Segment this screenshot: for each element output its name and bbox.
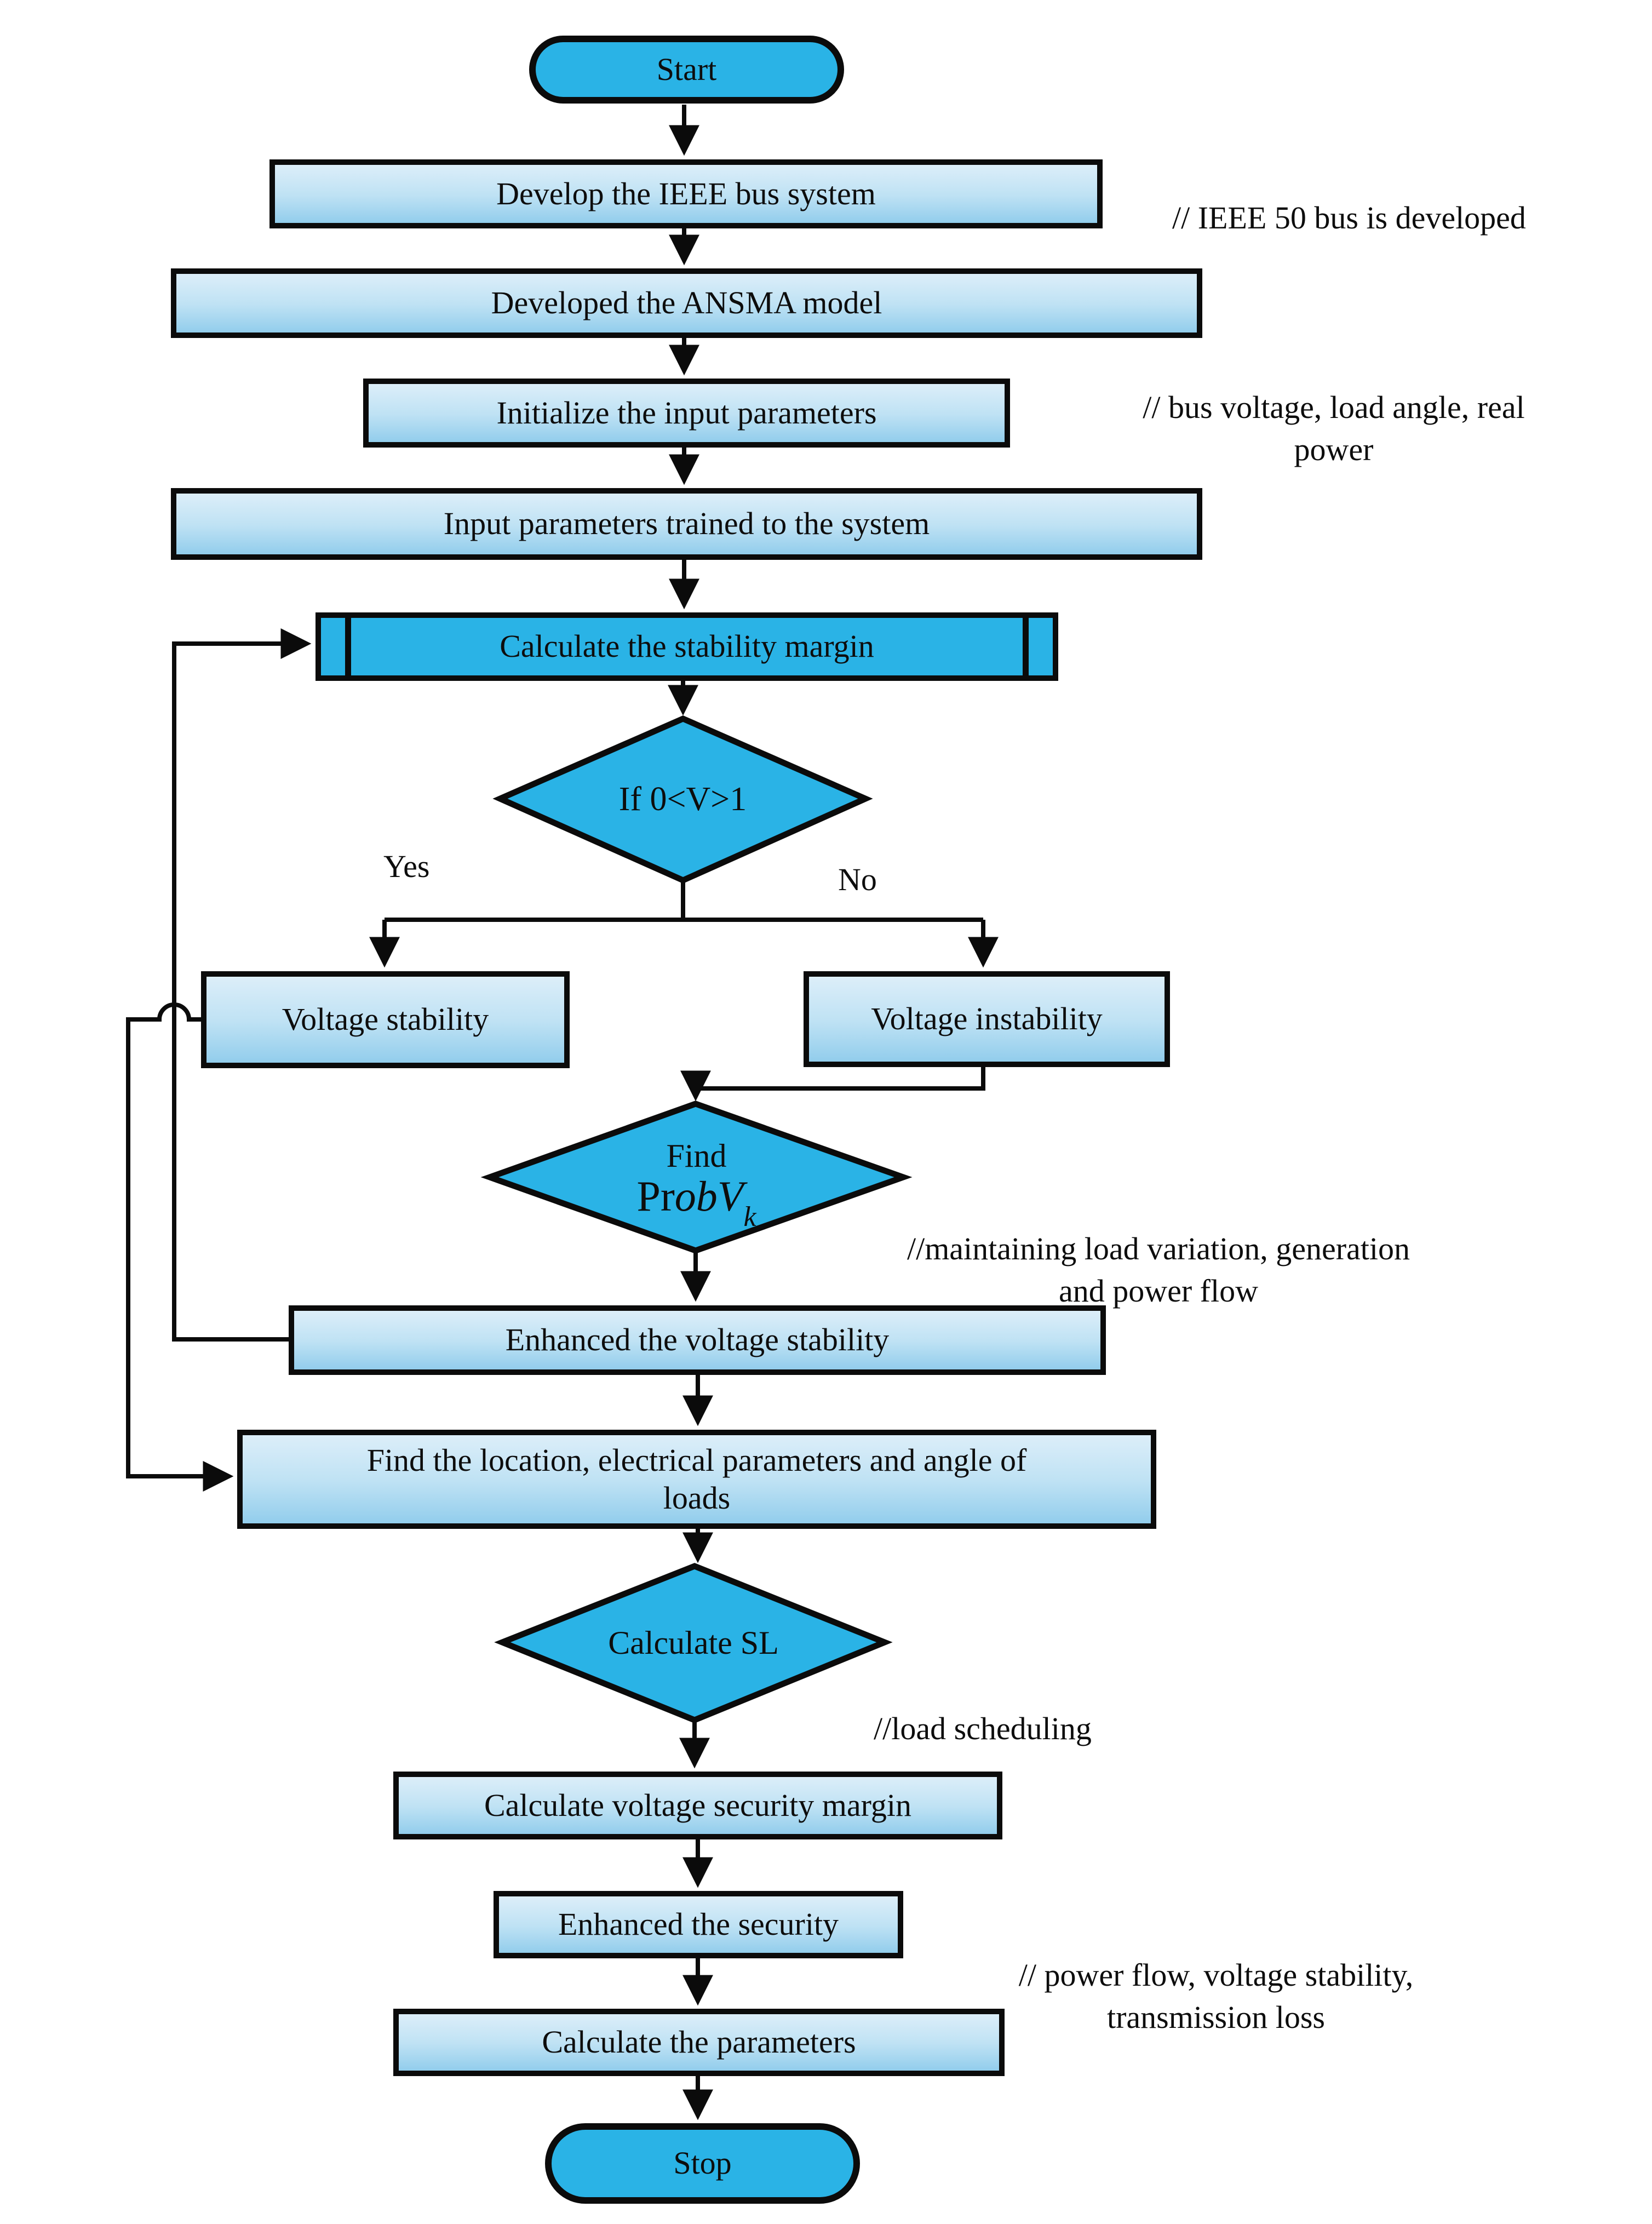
start-label: Start	[656, 51, 717, 87]
process-calc-params-label: Calculate the parameters	[542, 2024, 856, 2060]
start-node: Start	[529, 36, 844, 104]
annotation-maintaining: //maintaining load variation, generation…	[822, 1228, 1495, 1312]
process-calc-vsm-label: Calculate voltage security margin	[484, 1787, 912, 1823]
process-find-location-line1: Find the location, electrical parameters…	[366, 1442, 1027, 1478]
decision-diamond-voltage	[492, 715, 873, 884]
annotation-ieee-bus: // IEEE 50 bus is developed	[1172, 200, 1526, 236]
probv-prefix: Pr	[636, 1172, 675, 1220]
decision-probv-line1: Find	[666, 1137, 727, 1174]
predefined-calc-margin-label: Calculate the stability margin	[500, 628, 874, 664]
edge-instability-findprob	[680, 1067, 985, 1102]
process-calc-vsm: Calculate voltage security margin	[393, 1772, 1002, 1839]
decision-diamond-calcsl	[494, 1563, 893, 1723]
process-ansma-label: Developed the ANSMA model	[491, 285, 882, 321]
process-enhanced-vs: Enhanced the voltage stability	[289, 1305, 1106, 1375]
predefined-bar-left	[345, 618, 351, 675]
process-find-location: Find the location, electrical parameters…	[237, 1430, 1156, 1529]
predefined-calc-margin: Calculate the stability margin	[316, 612, 1058, 681]
process-train-params-label: Input parameters trained to the system	[443, 506, 930, 542]
predefined-bar-right	[1023, 618, 1029, 675]
annotation-power-flow: // power flow, voltage stability, transm…	[948, 1954, 1484, 2038]
process-voltage-instability: Voltage instability	[804, 971, 1170, 1067]
process-develop-bus: Develop the IEEE bus system	[269, 159, 1103, 228]
process-develop-bus-label: Develop the IEEE bus system	[496, 175, 876, 211]
probv-var: V	[717, 1172, 744, 1220]
process-calc-params: Calculate the parameters	[393, 2009, 1005, 2076]
decision-voltage-text: If 0<V>1	[618, 781, 747, 818]
process-voltage-instability-label: Voltage instability	[871, 1001, 1103, 1037]
probv-sub: k	[743, 1201, 756, 1233]
stop-label: Stop	[673, 2145, 732, 2181]
process-voltage-stability: Voltage stability	[201, 971, 570, 1068]
process-train-params: Input parameters trained to the system	[171, 488, 1202, 560]
process-init-params: Initialize the input parameters	[363, 379, 1010, 448]
annotation-power-flow-line1: // power flow, voltage stability,	[1018, 1957, 1414, 1993]
edge-voltstab-findlocation	[126, 1002, 234, 1492]
process-ansma: Developed the ANSMA model	[171, 268, 1202, 338]
decision-probv-formula: ProbVk	[636, 1172, 756, 1231]
decision-diamond-probv	[480, 1100, 913, 1254]
edge-label-yes: Yes	[383, 849, 430, 884]
edge-decision-split	[385, 880, 983, 922]
stop-node: Stop	[545, 2123, 860, 2204]
process-enhanced-security-label: Enhanced the security	[558, 1906, 839, 1942]
decision-probv-text: Find ProbVk	[490, 1109, 903, 1245]
annotation-maintaining-line1: //maintaining load variation, generation	[907, 1231, 1410, 1266]
process-init-params-label: Initialize the input parameters	[496, 394, 877, 431]
annotation-bus-voltage-line1: // bus voltage, load angle, real	[1143, 389, 1525, 425]
annotation-bus-voltage: // bus voltage, load angle, real power	[1074, 387, 1594, 471]
process-voltage-stability-label: Voltage stability	[282, 1001, 489, 1038]
annotation-load-scheduling: //load scheduling	[874, 1711, 1092, 1746]
decision-calcsl-text: Calculate SL	[608, 1625, 779, 1661]
probv-italic: ob	[674, 1172, 718, 1220]
process-enhanced-vs-label: Enhanced the voltage stability	[505, 1322, 890, 1358]
annotation-bus-voltage-line2: power	[1294, 431, 1374, 467]
annotation-power-flow-line2: transmission loss	[1107, 1999, 1325, 2035]
process-find-location-line2: loads	[663, 1480, 731, 1516]
edge-feedback-enhancedvs-calcmargin	[172, 628, 312, 1342]
annotation-maintaining-line2: and power flow	[1058, 1273, 1258, 1309]
edge-label-no: No	[838, 862, 877, 897]
process-enhanced-security: Enhanced the security	[494, 1891, 903, 1958]
